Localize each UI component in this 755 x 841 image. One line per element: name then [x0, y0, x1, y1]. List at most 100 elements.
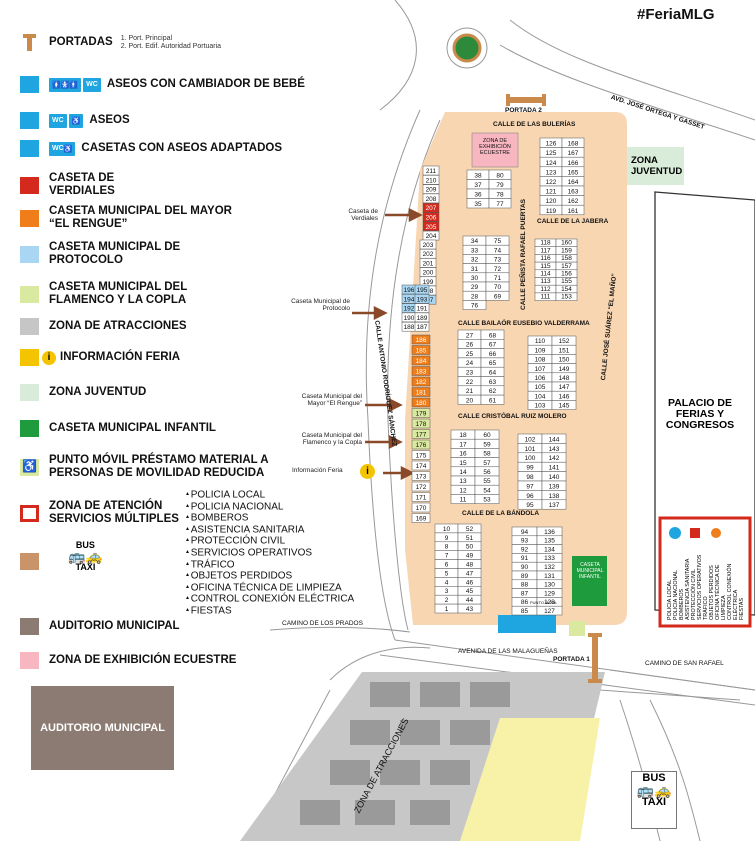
svg-text:193: 193: [417, 296, 428, 303]
legend-casetas-aseos: WC♿ CASETAS CON ASEOS ADAPTADOS: [20, 140, 282, 157]
legend-juventud: ZONA JUVENTUD: [20, 384, 146, 401]
caseta-cell: 191: [414, 303, 430, 313]
caseta-cell: 103: [527, 400, 553, 410]
svg-text:70: 70: [494, 284, 502, 291]
caseta-cell: 87: [511, 588, 538, 598]
caseta-cell: 123: [539, 166, 563, 177]
svg-text:16: 16: [459, 451, 467, 458]
svg-text:134: 134: [544, 546, 555, 553]
svg-text:105: 105: [535, 384, 546, 391]
legend-atencion: ZONA DE ATENCIÓN SERVICIOS MÚLTIPLES: [20, 500, 180, 526]
svg-text:209: 209: [426, 187, 437, 194]
caseta-cell: 130: [536, 579, 563, 589]
zona-juventud-area: [626, 147, 684, 185]
svg-text:173: 173: [416, 474, 427, 481]
caseta-cell: 119: [539, 204, 563, 216]
services-box: [658, 516, 752, 628]
svg-text:103: 103: [535, 403, 546, 410]
accessible-wc-icon: WC♿: [49, 141, 76, 156]
caseta-cell: 94: [511, 526, 538, 537]
caseta-blocks: 2112102092082072062052042032022012001991…: [401, 137, 585, 616]
svg-text:119: 119: [546, 208, 557, 215]
svg-text:54: 54: [483, 487, 491, 494]
caseta-cell: 21: [457, 385, 482, 396]
caseta-cell: 125: [539, 147, 563, 158]
svg-text:34: 34: [471, 238, 479, 245]
caseta-cell: 204: [422, 230, 440, 241]
svg-text:112: 112: [540, 286, 551, 293]
caseta-cell: 31: [462, 263, 487, 274]
caseta-cell: 35: [466, 198, 490, 209]
svg-text:175: 175: [416, 453, 427, 460]
caseta-cell: 168: [561, 137, 585, 148]
caseta-cell: 48: [457, 559, 482, 569]
svg-text:59: 59: [483, 441, 491, 448]
caseta-cell: 50: [457, 541, 482, 551]
service-item: POLICIA LOCAL: [186, 489, 354, 501]
svg-text:154: 154: [561, 286, 572, 293]
caseta-cell: 187: [414, 321, 430, 332]
attractions-area: [240, 672, 605, 841]
svg-text:117: 117: [540, 247, 551, 254]
caseta-cell: 126: [539, 137, 563, 148]
svg-text:163: 163: [568, 189, 579, 196]
zona-exhibicion-label: ZONA DE EXHIBICIÓN ECUESTRE: [479, 138, 511, 156]
svg-text:110: 110: [535, 338, 546, 345]
caseta-cell: 163: [561, 185, 585, 196]
svg-text:57: 57: [483, 460, 491, 467]
svg-text:67: 67: [489, 342, 497, 349]
caseta-cell: 173: [411, 471, 431, 481]
caseta-cell: 36: [466, 188, 490, 199]
caseta-cell: 38: [466, 169, 490, 180]
svg-text:206: 206: [426, 215, 437, 222]
street-bandola: CALLE DE LA BÁNDOLA: [462, 510, 540, 517]
caseta-cell: 165: [561, 166, 585, 177]
caseta-cell: 85: [511, 605, 538, 616]
svg-text:135: 135: [544, 538, 555, 545]
service-item: CONTROL CONEXIÓN ELÉCTRICA: [727, 563, 739, 620]
caseta-cell: 26: [457, 339, 482, 349]
svg-text:28: 28: [471, 293, 479, 300]
caseta-cell: 172: [411, 481, 431, 492]
caseta-cell: 8: [434, 541, 459, 551]
svg-text:31: 31: [471, 266, 479, 273]
service-item: TRÁFICO: [186, 559, 354, 571]
caseta-cell: 142: [541, 452, 567, 463]
svg-text:151: 151: [559, 347, 570, 354]
svg-text:133: 133: [544, 555, 555, 562]
svg-text:33: 33: [471, 247, 479, 254]
caseta-cell: 13: [450, 475, 476, 486]
svg-text:24: 24: [466, 360, 474, 367]
svg-text:156: 156: [561, 271, 572, 278]
legend-flamenco: CASETA MUNICIPAL DEL FLAMENCO Y LA COPLA: [20, 281, 240, 307]
portada1-label: PORTADA 1: [553, 656, 590, 663]
portada-icon: [23, 34, 36, 51]
caseta-cell: 167: [561, 147, 585, 158]
svg-text:159: 159: [561, 247, 572, 254]
caseta-cell: 205: [422, 221, 440, 232]
caseta-cell: 5: [434, 568, 459, 578]
caseta-cell: 207: [422, 202, 440, 213]
service-item: BOMBEROS: [186, 512, 354, 524]
caseta-cell: 195: [414, 284, 430, 295]
svg-text:167: 167: [568, 150, 579, 157]
caseta-cell: 88: [511, 579, 538, 589]
caseta-cell: 3: [434, 586, 459, 596]
svg-text:77: 77: [496, 201, 504, 208]
svg-text:143: 143: [549, 446, 560, 453]
caseta-cell: 183: [411, 366, 431, 376]
caseta-cell: 16: [450, 448, 476, 458]
svg-text:204: 204: [426, 233, 437, 240]
caseta-cell: 122: [539, 176, 563, 187]
svg-text:15: 15: [459, 460, 467, 467]
caseta-cell: 196: [401, 284, 417, 295]
caseta-cell: 144: [541, 433, 567, 444]
caseta-cell: 90: [511, 561, 538, 572]
svg-text:139: 139: [549, 483, 560, 490]
svg-text:170: 170: [416, 505, 427, 512]
svg-text:201: 201: [423, 260, 434, 267]
svg-text:152: 152: [559, 338, 570, 345]
caseta-cell: 150: [551, 354, 577, 364]
caseta-cell: 129: [536, 588, 563, 598]
svg-text:74: 74: [494, 247, 502, 254]
